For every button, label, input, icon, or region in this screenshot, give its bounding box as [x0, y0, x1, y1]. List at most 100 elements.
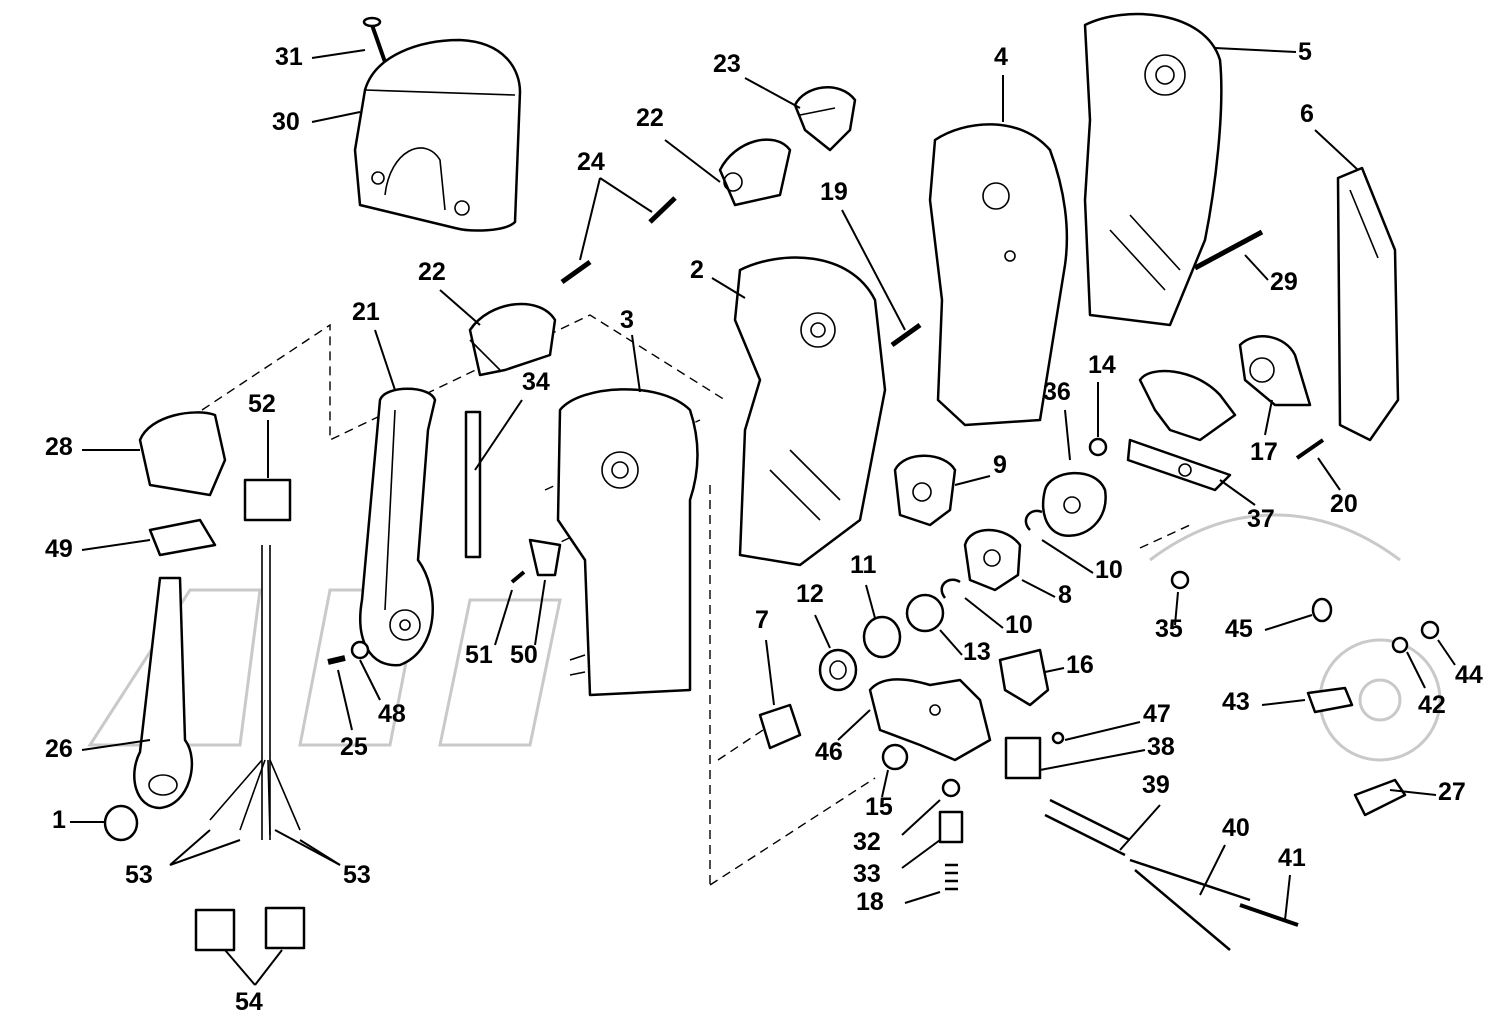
- leader-line-c31: [311, 49, 366, 59]
- callout-c3: 3: [620, 306, 634, 334]
- callout-c25: 25: [340, 733, 368, 761]
- part-47-screw: [1051, 731, 1065, 745]
- callout-c2: 2: [690, 256, 704, 284]
- part-30-cover: [353, 38, 522, 232]
- leader-line-c21: [374, 329, 396, 391]
- callout-c42: 42: [1418, 691, 1446, 719]
- leader-line-c49: [81, 539, 151, 551]
- callout-c14: 14: [1088, 351, 1116, 379]
- callout-c33: 33: [853, 860, 881, 888]
- part-31-screw: [362, 16, 387, 63]
- callout-c34: 34: [522, 368, 550, 396]
- callout-c13: 13: [963, 638, 991, 666]
- callout-c16: 16: [1066, 651, 1094, 679]
- callout-c36: 36: [1043, 378, 1071, 406]
- callout-c5: 5: [1298, 38, 1312, 66]
- leader-line-c26: [81, 739, 151, 751]
- callout-c10a: 10: [1095, 556, 1123, 584]
- callout-c32: 32: [853, 828, 881, 856]
- callout-c45: 45: [1225, 615, 1253, 643]
- part-22-shell-upper: [718, 138, 792, 207]
- part-1-disc: [103, 804, 139, 842]
- leader-line-c54: [224, 949, 256, 986]
- callout-c35: 35: [1155, 615, 1183, 643]
- part-44-nut: [1420, 620, 1440, 640]
- part-38-switch: [1004, 736, 1042, 780]
- callout-c41: 41: [1278, 844, 1306, 872]
- callout-c7: 7: [755, 606, 769, 634]
- leader-line-c24: [599, 177, 653, 213]
- leader-line-c30: [311, 111, 361, 123]
- leader-line-c33: [901, 839, 941, 869]
- callout-c46: 46: [815, 738, 843, 766]
- leader-line-c43: [1261, 699, 1306, 706]
- callout-c15: 15: [865, 793, 893, 821]
- part-35-nut: [1170, 570, 1190, 590]
- callout-c9: 9: [993, 451, 1007, 479]
- leader-line-c2: [711, 277, 746, 299]
- callout-c28: 28: [45, 433, 73, 461]
- part-41-wire: [1239, 903, 1299, 927]
- part-10-clips: [940, 509, 1043, 599]
- part-29-bolt: [1193, 229, 1264, 271]
- callout-c23: 23: [713, 50, 741, 78]
- part-14-nut: [1088, 437, 1108, 457]
- callout-c44: 44: [1455, 661, 1483, 689]
- part-24-screws: [560, 196, 677, 285]
- leader-line-c45: [1264, 614, 1313, 631]
- part-48-washer: [350, 640, 370, 660]
- callout-c8: 8: [1058, 581, 1072, 609]
- leader-line-c17: [1264, 399, 1273, 436]
- part-5-housing: [1083, 12, 1223, 327]
- part-7-shaft: [758, 703, 802, 750]
- leader-line-c46: [837, 709, 871, 741]
- callout-c53b: 53: [343, 861, 371, 889]
- part-20-screw: [1295, 438, 1325, 460]
- leader-line-c35: [1174, 591, 1179, 626]
- part-32-33-18-plunger-stack: [938, 778, 964, 891]
- part-36-cam: [1041, 471, 1107, 538]
- part-21-control-handle: [359, 387, 437, 667]
- part-26-lever: [133, 576, 194, 810]
- part-12-collar: [818, 648, 858, 692]
- callout-c6: 6: [1300, 100, 1314, 128]
- callout-c43: 43: [1222, 688, 1250, 716]
- leader-line-c22a: [664, 139, 721, 183]
- leader-line-c38: [1039, 749, 1146, 771]
- part-49-bracket: [148, 518, 217, 557]
- callout-c20: 20: [1330, 490, 1358, 518]
- part-23-clip: [793, 86, 857, 152]
- part-51-screw: [510, 570, 526, 584]
- part-34-strip: [464, 410, 482, 559]
- callout-c11: 11: [850, 551, 877, 579]
- part-6-bar: [1336, 166, 1400, 442]
- part-15-washer: [881, 743, 909, 771]
- callout-c10b: 10: [1005, 611, 1033, 639]
- leader-line-c12: [814, 614, 831, 649]
- callout-c52: 52: [248, 390, 276, 418]
- leader-line-c9: [954, 475, 991, 486]
- part-13-ring: [905, 593, 945, 633]
- leader-line-c23: [744, 77, 801, 109]
- leader-line-c47: [1064, 721, 1141, 741]
- part-25-bolt: [327, 655, 346, 665]
- callout-c40: 40: [1222, 814, 1250, 842]
- part-11-bushing: [862, 615, 902, 659]
- callout-c4: 4: [994, 43, 1008, 71]
- callout-c22b: 22: [418, 258, 446, 286]
- leader-line-c41: [1284, 874, 1291, 921]
- part-27-clip: [1353, 778, 1407, 817]
- callout-c29: 29: [1270, 268, 1298, 296]
- leader-line-c10b: [964, 597, 1004, 629]
- callout-c1: 1: [52, 806, 66, 834]
- part-19-screw: [890, 322, 922, 348]
- callout-c30: 30: [272, 108, 300, 136]
- leader-line-c53a: [169, 839, 241, 866]
- leader-line-c24: [579, 177, 601, 261]
- leader-line-c7: [765, 639, 775, 706]
- leader-line-c11: [865, 584, 876, 619]
- part-9-cam: [893, 454, 957, 527]
- leader-line-c5: [1214, 47, 1297, 53]
- leader-line-c27: [1389, 789, 1437, 796]
